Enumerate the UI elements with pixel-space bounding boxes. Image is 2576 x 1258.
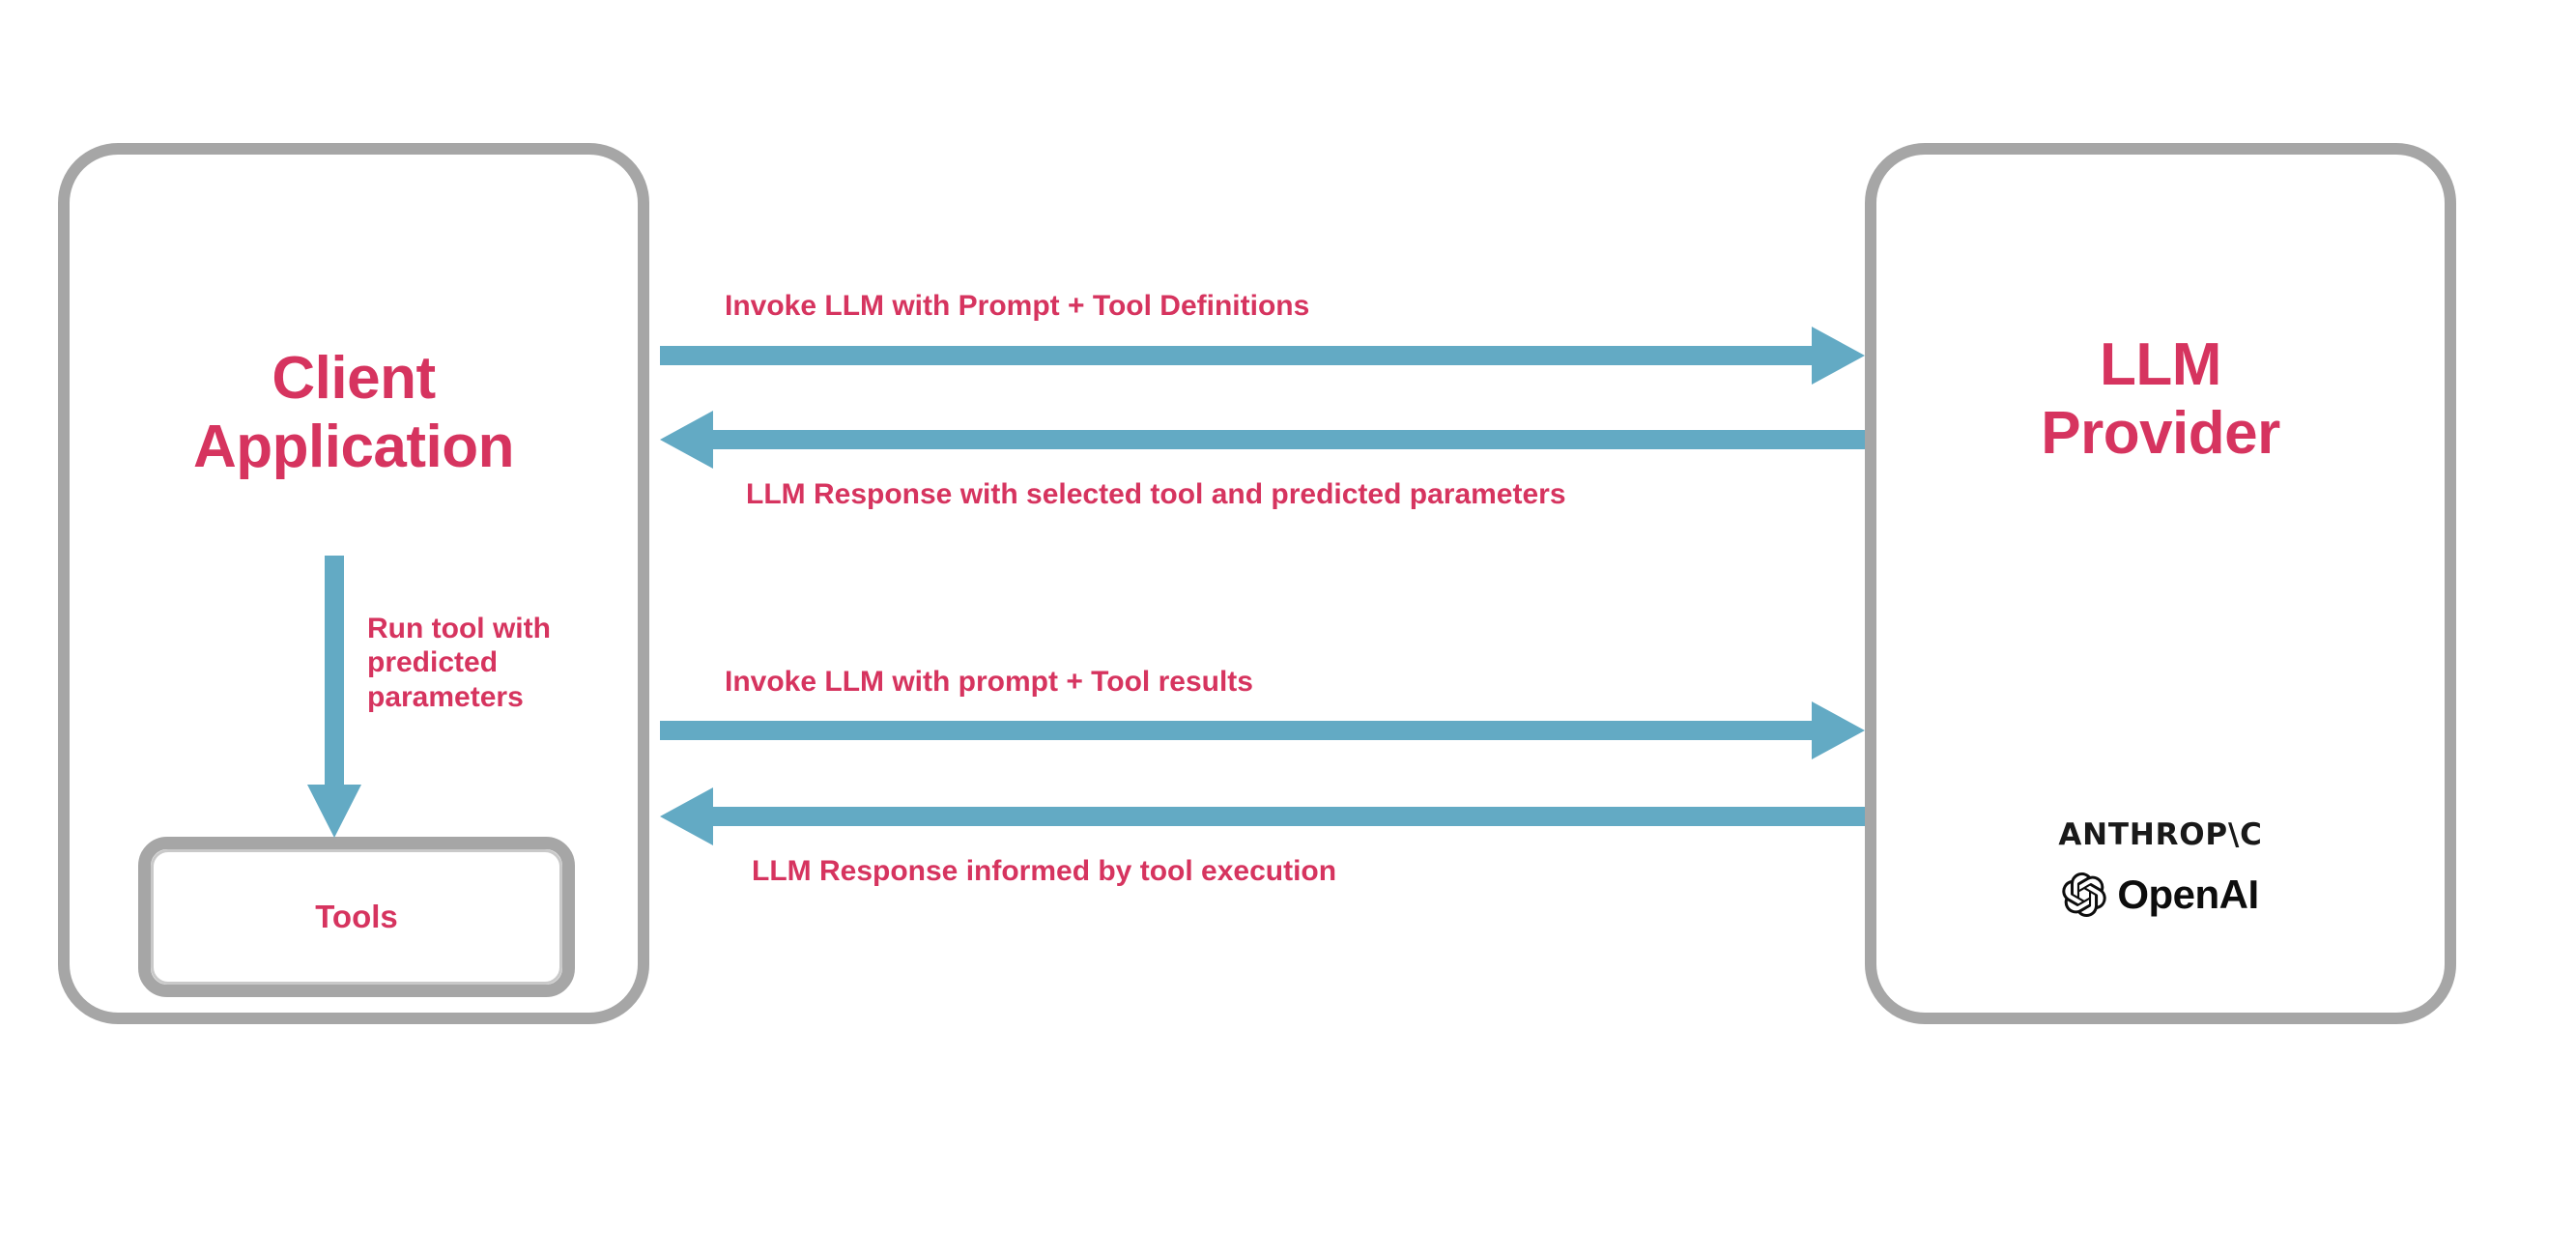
caption-llm-response-with-selected-tool: LLM Response with selected tool and pred… — [746, 478, 1566, 510]
provider-title-line-1: LLM — [2100, 331, 2221, 398]
tools-box[interactable]: Tools — [138, 837, 575, 997]
openai-logo: OpenAI — [2062, 872, 2259, 918]
provider-brand-list: ANTHROP\C OpenAI — [1865, 817, 2456, 918]
openai-knot-icon — [2062, 872, 2106, 917]
anthropic-wordmark: ANTHROP\C — [2058, 817, 2263, 852]
caption-llm-response-informed-by-tool-execution: LLM Response informed by tool execution — [752, 855, 1337, 887]
caption-invoke-llm-with-tool-results: Invoke LLM with prompt + Tool results — [725, 666, 1253, 698]
arrow-invoke-llm-with-tool-results — [660, 701, 1865, 759]
tools-label: Tools — [315, 899, 398, 934]
llm-provider-title: LLM Provider — [1876, 330, 2445, 469]
client-title-line-2: Application — [192, 414, 515, 481]
provider-title-line-2: Provider — [2041, 400, 2280, 468]
arrow-llm-response-informed-by-tool-execution — [660, 787, 1865, 845]
caption-run-tool-with-predicted-parameters: Run tool with predicted parameters — [367, 613, 551, 713]
client-application-title: Client Application — [70, 344, 638, 482]
arrow-invoke-llm-with-tool-definitions — [660, 327, 1865, 385]
arrow-llm-response-with-selected-tool — [660, 411, 1865, 469]
llm-provider-box[interactable]: LLM Provider — [1865, 143, 2456, 1024]
caption-invoke-llm-with-tool-definitions: Invoke LLM with Prompt + Tool Definition… — [725, 290, 1310, 322]
arrow-run-tool-with-predicted-parameters — [307, 556, 361, 838]
client-title-line-1: Client — [272, 345, 436, 412]
openai-wordmark: OpenAI — [2117, 872, 2259, 917]
